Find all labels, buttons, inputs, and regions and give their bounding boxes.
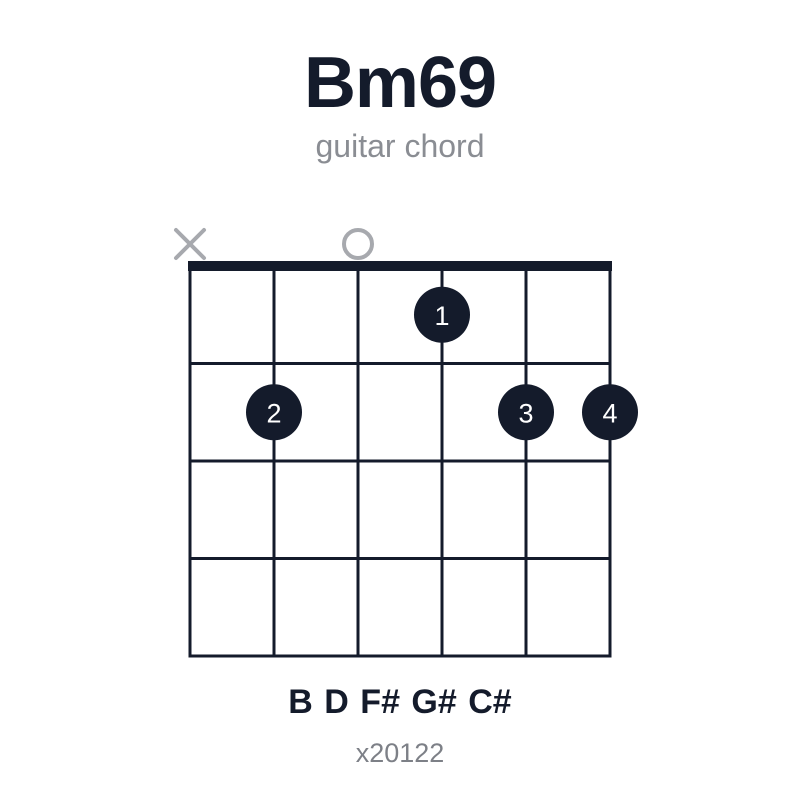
finger-dot-circle (246, 384, 302, 441)
string-markers (174, 228, 374, 260)
open-string-icon (342, 228, 374, 260)
finger-number: 1 (434, 301, 449, 331)
finger-dot-3: 3 (498, 384, 554, 441)
finger-number: 4 (602, 398, 617, 428)
finger-dot-circle (414, 286, 470, 343)
chord-fingering: x20122 (355, 738, 445, 768)
chord-subtitle: guitar chord (315, 128, 485, 164)
finger-dot-2: 2 (246, 384, 302, 441)
finger-dots: 1 2 3 4 (246, 286, 638, 441)
fretboard-grid (188, 261, 612, 658)
chord-notes: B D F# G# C# (288, 683, 512, 721)
finger-number: 2 (266, 398, 281, 428)
finger-number: 3 (518, 398, 533, 428)
finger-dot-circle (582, 384, 638, 441)
finger-dot-4: 4 (582, 384, 638, 441)
muted-stroke-b (174, 228, 206, 260)
finger-dot-circle (498, 384, 554, 441)
muted-string-icon (174, 228, 206, 260)
chord-title: Bm69 (303, 43, 497, 123)
finger-dot-1: 1 (414, 286, 470, 343)
nut (188, 261, 612, 271)
